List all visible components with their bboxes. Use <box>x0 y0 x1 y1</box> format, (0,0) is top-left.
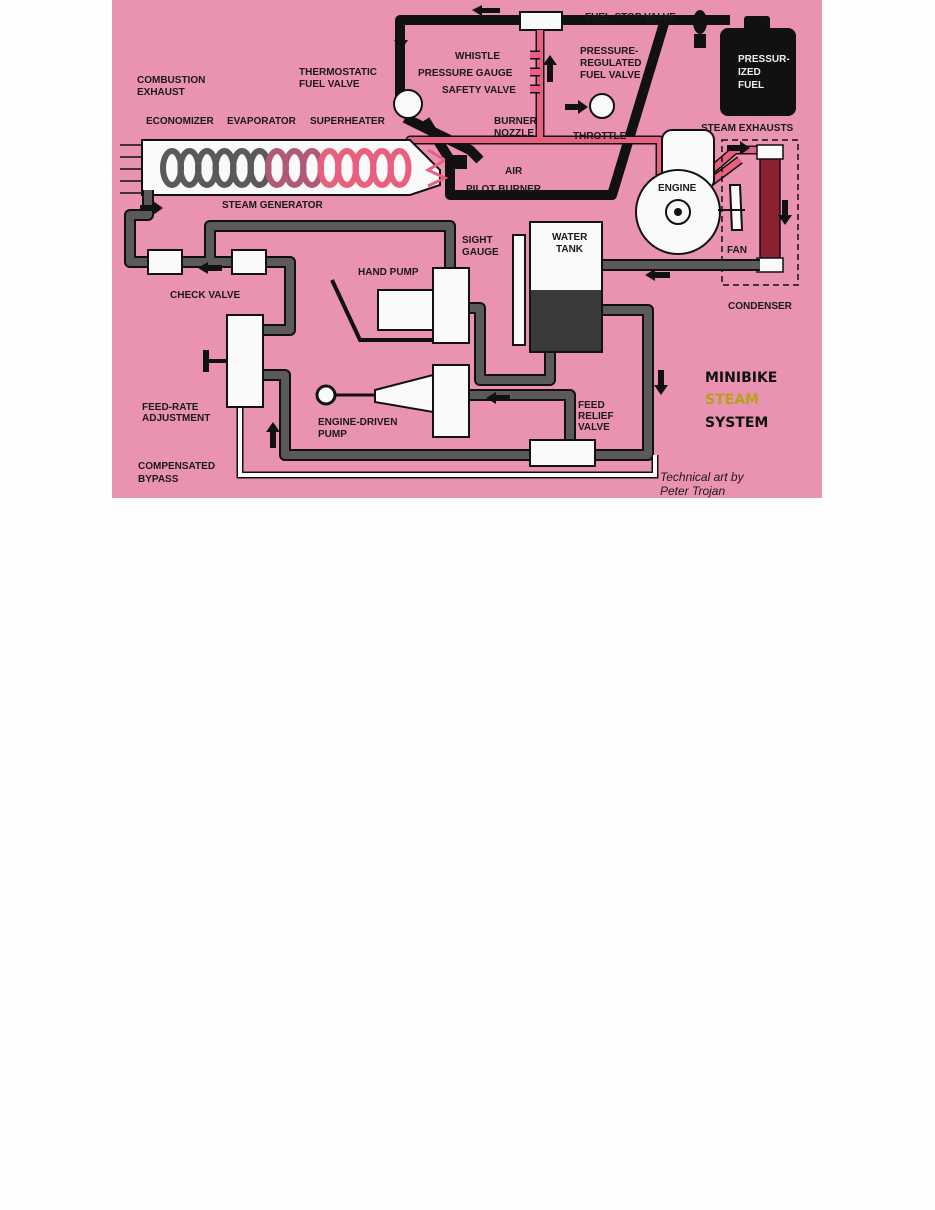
credit-line-2: Peter Trojan <box>660 484 725 498</box>
label-engine-driven-2: PUMP <box>318 429 347 440</box>
label-pressure-regulated-2: REGULATED <box>580 58 641 69</box>
label-engine-driven-1: ENGINE-DRIVEN <box>318 417 397 428</box>
label-pressure-regulated-3: FUEL VALVE <box>580 70 641 81</box>
label-combustion-exhaust-1: COMBUSTION <box>137 75 205 86</box>
steam-generator <box>141 139 467 196</box>
label-air: AIR <box>505 166 523 177</box>
label-burner-nozzle-2: NOZZLE <box>494 128 534 139</box>
flow-arrow-icons <box>140 5 792 448</box>
engine <box>635 129 721 255</box>
label-water-tank-1: WATER <box>552 232 588 243</box>
label-evaporator: EVAPORATOR <box>227 116 297 127</box>
label-burner-nozzle-1: BURNER <box>494 116 538 127</box>
label-economizer: ECONOMIZER <box>146 116 215 127</box>
label-sight-gauge-2: GAUGE <box>462 247 499 258</box>
thermostatic-fuel-valve-icon <box>393 89 423 119</box>
burner-flame-icon <box>424 148 449 188</box>
label-pressurized-fuel-1: PRESSUR- <box>738 54 790 65</box>
pressure-regulated-fuel-valve <box>519 11 563 31</box>
label-feed-rate-2: ADJUSTMENT <box>142 413 210 424</box>
title-steam: STEAM <box>705 392 759 408</box>
diagram-title: MINIBIKE STEAM SYSTEM <box>705 370 777 431</box>
label-sight-gauge-1: SIGHT <box>462 235 493 246</box>
label-steam-exhausts: STEAM EXHAUSTS <box>701 123 794 134</box>
condenser <box>756 144 784 273</box>
label-thermostatic-2: FUEL VALVE <box>299 79 360 90</box>
label-condenser: CONDENSER <box>728 301 793 312</box>
label-pressure-gauge: PRESSURE GAUGE <box>418 68 513 79</box>
label-engine: ENGINE <box>658 183 697 194</box>
label-water-tank-2: TANK <box>556 244 584 255</box>
sight-gauge <box>512 234 526 346</box>
label-feed-rate-1: FEED-RATE <box>142 402 199 413</box>
check-valve-2 <box>231 249 267 275</box>
label-superheater: SUPERHEATER <box>310 116 386 127</box>
label-feed-relief-1: FEED <box>578 400 605 411</box>
throttle-valve-icon <box>589 93 615 119</box>
feed-relief-valve <box>529 439 596 467</box>
check-valve-1 <box>147 249 183 275</box>
feed-rate-adjustment <box>203 314 264 408</box>
exhaust-arrows-icon <box>120 144 142 194</box>
title-minibike: MINIBIKE <box>705 370 777 386</box>
label-feed-relief-3: VALVE <box>578 422 610 433</box>
fuel-stop-valve-icon <box>693 10 707 48</box>
hand-pump <box>330 267 470 344</box>
label-fuel-stop-valve: FUEL-STOP VALVE <box>585 12 676 23</box>
label-steam-generator: STEAM GENERATOR <box>222 200 324 211</box>
burner-nozzle-icon <box>445 155 467 169</box>
coil-turn <box>387 148 412 188</box>
label-feed-relief-2: RELIEF <box>578 411 614 422</box>
label-compensated-bypass-2: BYPASS <box>138 474 179 485</box>
labels: FUEL-STOP VALVE WHISTLE PRESSURE GAUGE S… <box>137 12 794 485</box>
label-thermostatic-1: THERMOSTATIC <box>299 67 377 78</box>
engine-driven-pump <box>315 364 470 438</box>
label-compensated-bypass-1: COMPENSATED <box>138 461 215 472</box>
label-pilot-burner: PILOT BURNER <box>466 184 542 195</box>
label-fan: FAN <box>727 245 747 256</box>
title-system: SYSTEM <box>705 415 768 431</box>
label-check-valve: CHECK VALVE <box>170 290 241 301</box>
water-tank <box>512 221 603 353</box>
label-safety-valve: SAFETY VALVE <box>442 85 516 96</box>
label-pressure-regulated-1: PRESSURE- <box>580 46 638 57</box>
label-whistle: WHISTLE <box>455 51 500 62</box>
label-pressurized-fuel-2: IZED <box>738 67 761 78</box>
label-hand-pump: HAND PUMP <box>358 267 419 278</box>
pressurized-fuel-tank: PRESSUR- IZED FUEL <box>720 16 796 116</box>
label-throttle: THROTTLE <box>573 131 627 142</box>
credit-line-1: Technical art by <box>660 470 745 484</box>
label-pressurized-fuel-3: FUEL <box>738 80 764 91</box>
label-combustion-exhaust-2: EXHAUST <box>137 87 185 98</box>
